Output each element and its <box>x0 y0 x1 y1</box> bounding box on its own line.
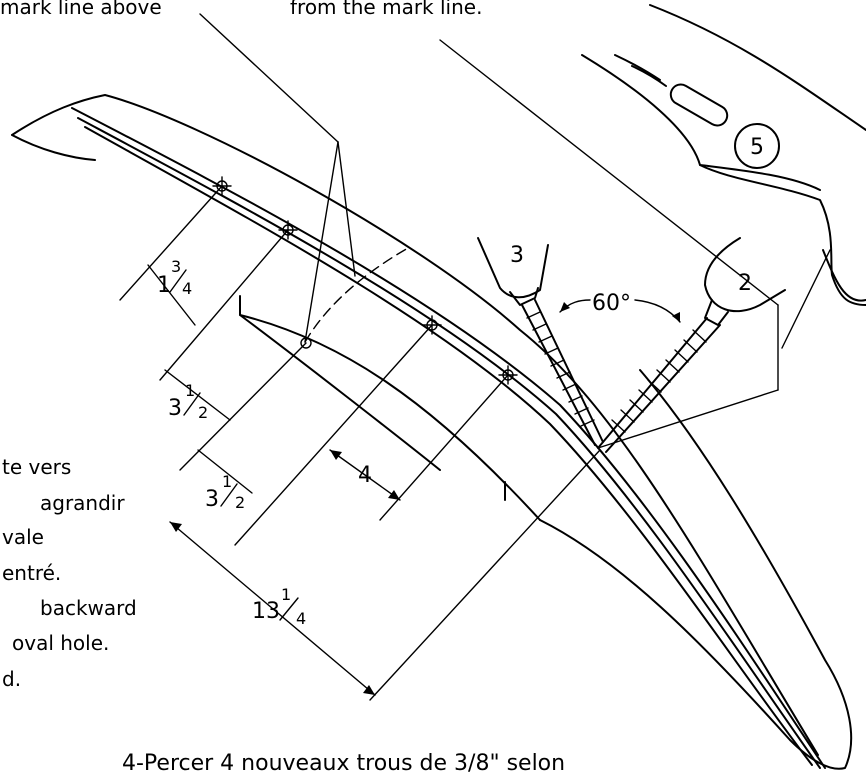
dim-numerator: 1 <box>185 381 195 400</box>
hole-mark <box>300 337 312 349</box>
dimension-1: 1 3 4 <box>157 257 192 298</box>
dim-numerator: 1 <box>222 472 232 491</box>
upper-right-component: 5 <box>581 4 866 349</box>
dimension-4: 4 <box>358 463 372 488</box>
extension-lines <box>119 185 601 701</box>
left-note-line: agrandir <box>40 491 125 515</box>
dimension-3: 3 1 2 <box>205 472 245 512</box>
left-note-line: d. <box>2 667 21 691</box>
drill-2: 2 <box>597 237 786 453</box>
dimension-lines <box>147 264 401 696</box>
dim-denominator: 4 <box>296 609 306 628</box>
dim-whole: 13 <box>252 599 280 624</box>
drill-3-label: 3 <box>510 243 524 268</box>
dim-denominator: 2 <box>235 493 245 512</box>
drill-flutes <box>526 311 595 427</box>
left-note-line: vale <box>2 525 44 549</box>
fender-outline <box>11 94 853 770</box>
left-note-line: entré. <box>2 561 61 585</box>
dashed-arc <box>304 247 409 343</box>
dim-whole: 3 <box>205 487 219 512</box>
drill-flutes <box>611 329 707 433</box>
angle-label: 60° <box>592 291 631 316</box>
dimension-2: 3 1 2 <box>168 381 208 422</box>
top-center-note: from the mark line. <box>290 0 482 19</box>
dim-numerator: 1 <box>281 585 291 604</box>
left-notes: te vers agrandir vale entré. backward ov… <box>2 455 137 691</box>
dim-denominator: 2 <box>198 403 208 422</box>
bottom-note: 4-Percer 4 nouveaux trous de 3/8" selon <box>122 751 565 776</box>
dim-denominator: 4 <box>182 279 192 298</box>
dim-whole: 1 <box>157 273 171 298</box>
left-note-line: te vers <box>2 455 71 479</box>
dim-numerator: 3 <box>171 257 181 276</box>
drill-2-label: 2 <box>738 271 752 296</box>
top-left-note: mark line above <box>0 0 162 19</box>
left-note-line: backward <box>40 596 137 620</box>
left-note-line: oval hole. <box>12 631 109 655</box>
callout-5-circle <box>734 123 780 169</box>
dimension-5: 13 1 4 <box>252 585 306 628</box>
dim-whole: 3 <box>168 396 182 421</box>
angle-callout: 60° <box>559 291 681 323</box>
leader-lines <box>199 13 779 449</box>
callout-5-label: 5 <box>750 135 764 160</box>
dim-whole: 4 <box>358 463 372 488</box>
drill-3: 3 <box>477 237 604 446</box>
